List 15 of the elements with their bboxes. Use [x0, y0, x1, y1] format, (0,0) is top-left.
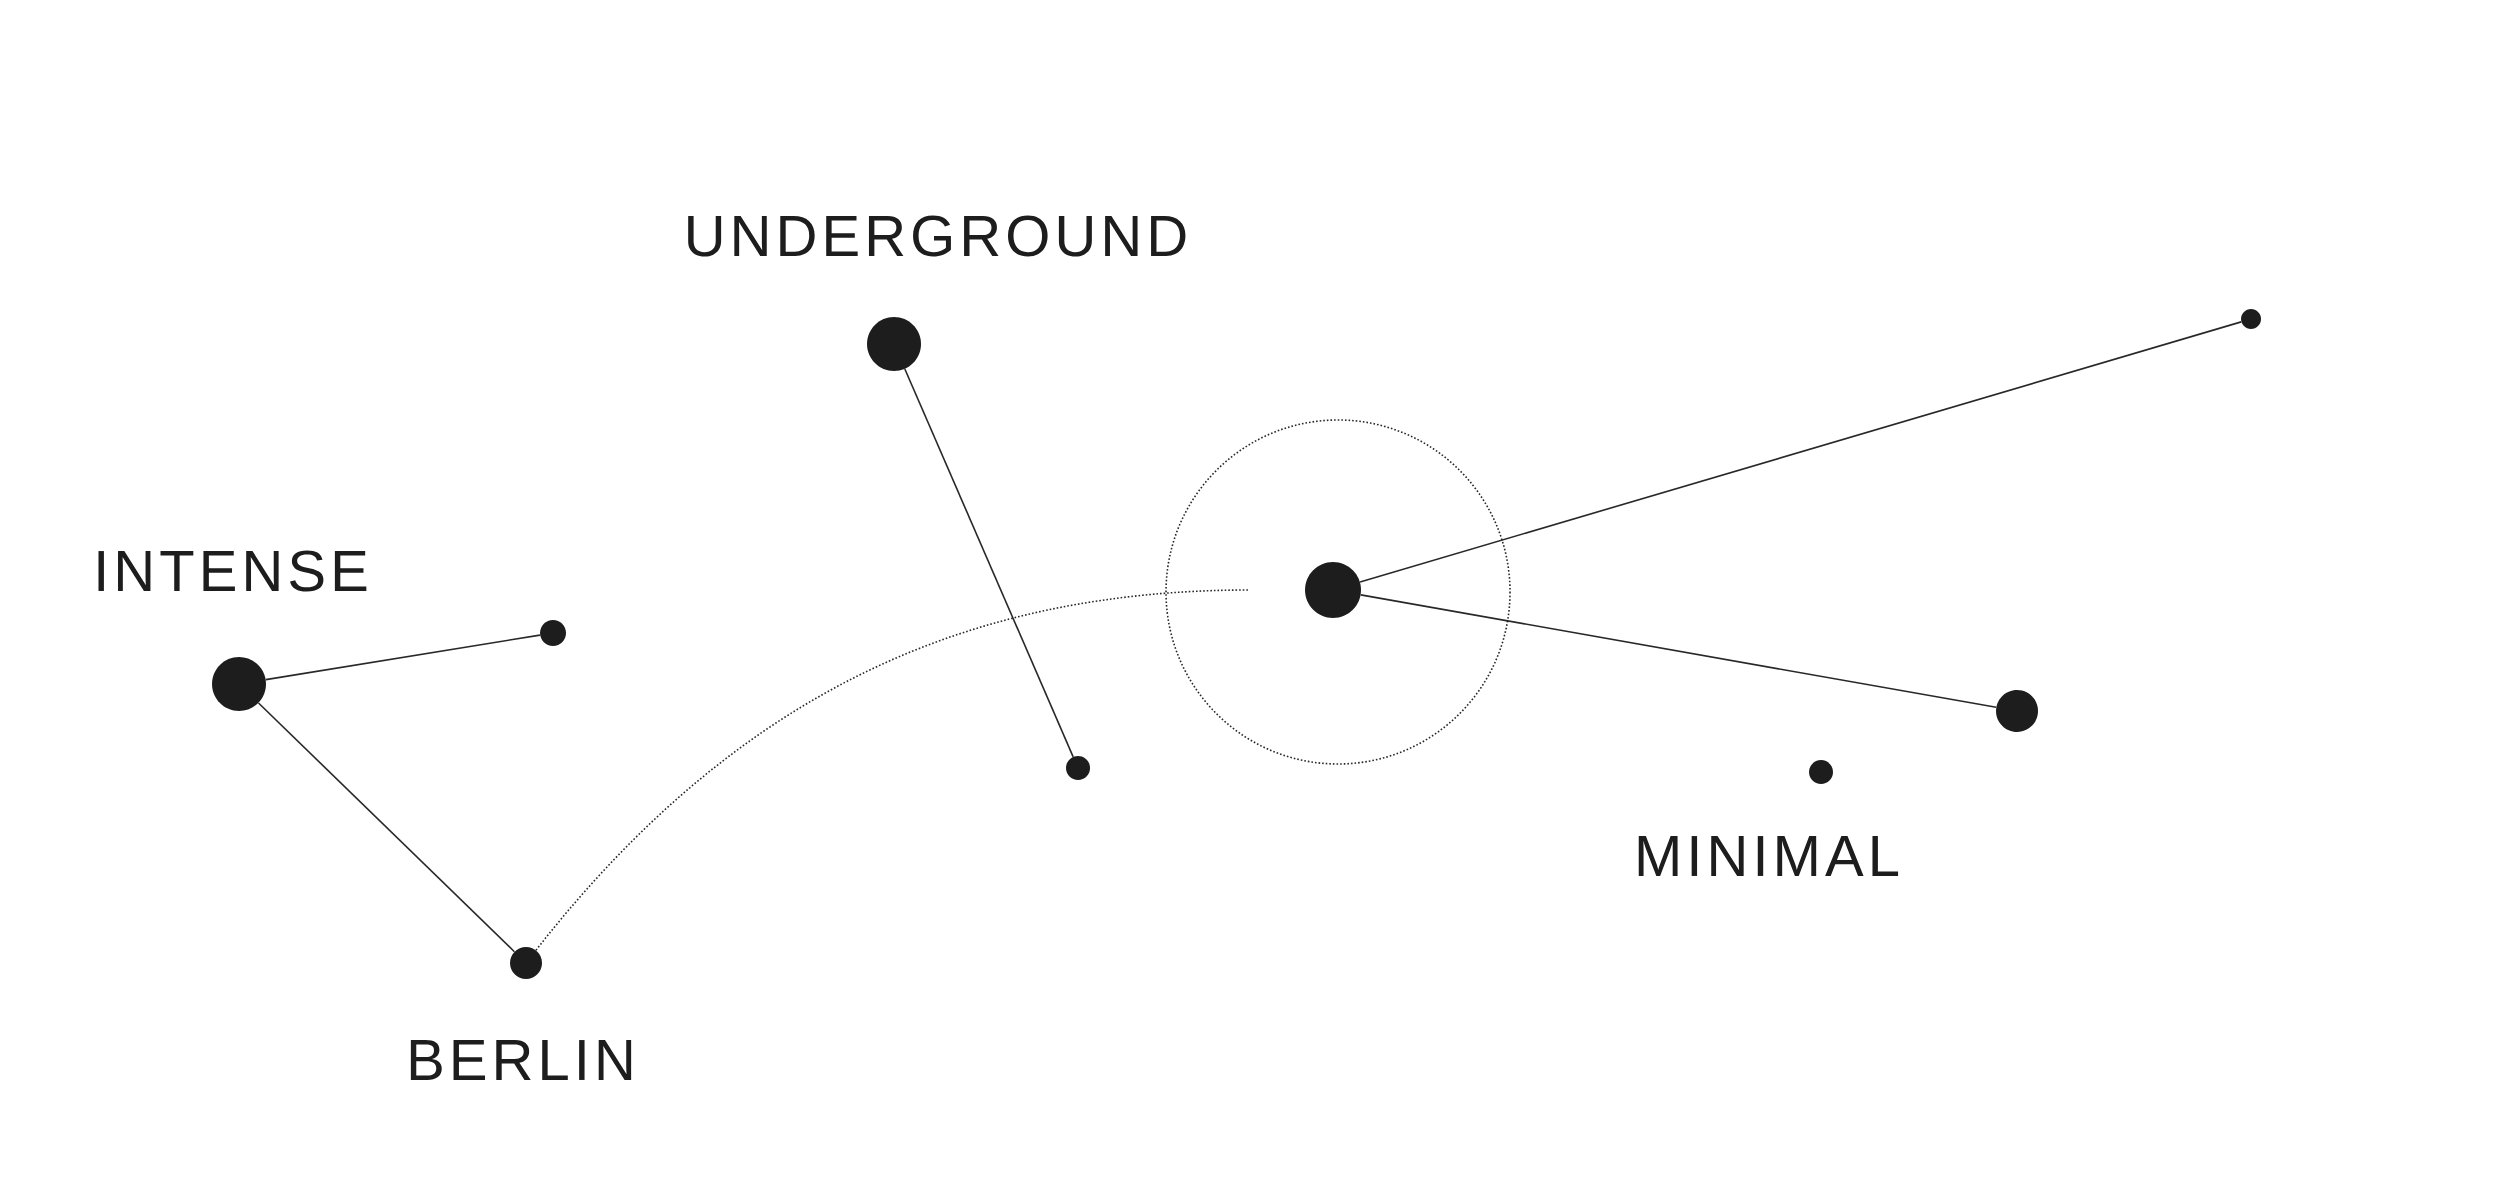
connector-line: [257, 702, 516, 953]
dot: [540, 620, 566, 646]
dot: [212, 657, 266, 711]
connector-line: [904, 368, 1074, 758]
dot: [1066, 756, 1090, 780]
dot: [1809, 760, 1833, 784]
dot: [867, 317, 921, 371]
dot: [2241, 309, 2261, 329]
connector-line: [1360, 594, 1997, 709]
connector-line: [535, 589, 1251, 952]
connector-line: [265, 634, 541, 681]
dot: [510, 947, 542, 979]
connector-line: [1359, 321, 2243, 583]
dot: [1996, 690, 2038, 732]
dot: [1305, 562, 1361, 618]
